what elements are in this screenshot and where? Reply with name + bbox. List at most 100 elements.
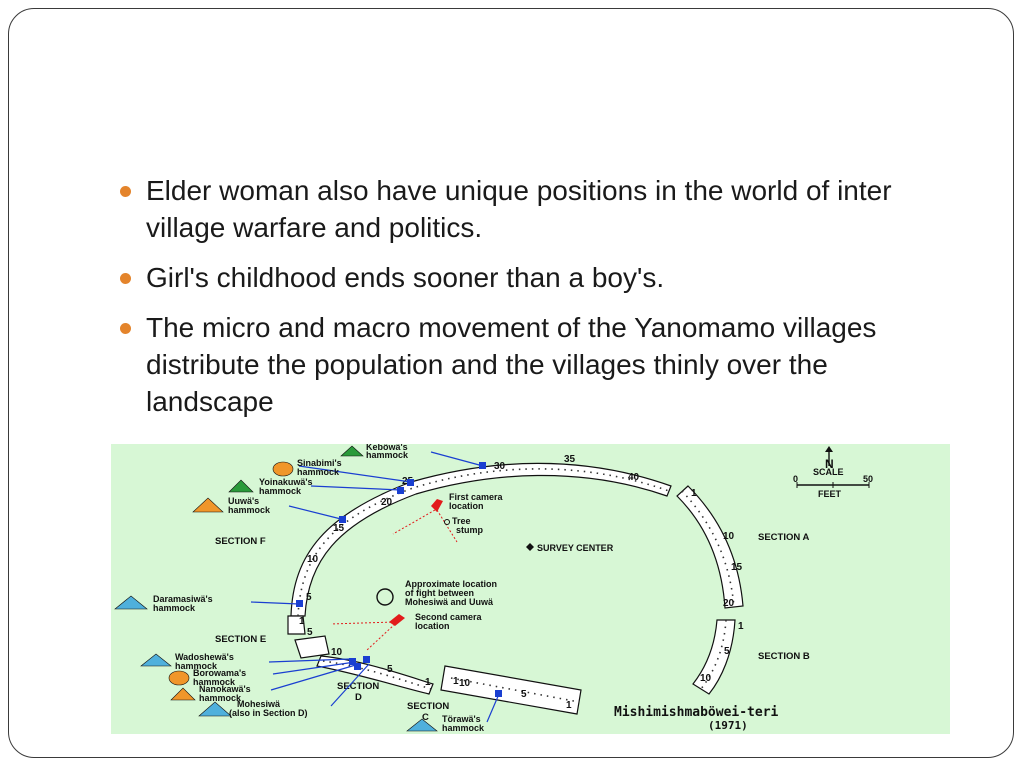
marker-10f: 10 bbox=[459, 678, 471, 689]
hammock-labels: Keböwä's hammock Sinabimi's hammock Yoin… bbox=[153, 444, 485, 733]
yoinakuwa-triangle-icon bbox=[228, 479, 254, 493]
uuwa-label-1: Uuwä's bbox=[228, 496, 259, 506]
uuwa-label-2: hammock bbox=[228, 505, 271, 515]
map-year: (1971) bbox=[708, 719, 748, 732]
marker-15a: 15 bbox=[333, 523, 345, 534]
fight-label-1: Approximate location bbox=[405, 579, 497, 589]
scale-unit: FEET bbox=[818, 489, 842, 499]
section-b-label: SECTION B bbox=[758, 651, 810, 662]
map-title: Mishimishmaböwei-teri bbox=[614, 705, 779, 720]
marker-1a: 1 bbox=[299, 616, 305, 627]
marker-20a: 20 bbox=[381, 497, 393, 508]
section-d-label-2: D bbox=[355, 692, 362, 703]
second-camera-label-2: location bbox=[415, 621, 450, 631]
fight-label-2: of fight between bbox=[405, 588, 474, 598]
marker-10d: 10 bbox=[331, 647, 343, 658]
marker-5e: 5 bbox=[387, 664, 393, 675]
camera-markers bbox=[330, 499, 458, 651]
marker-5a: 5 bbox=[306, 592, 312, 603]
bullet-item: The micro and macro movement of the Yano… bbox=[118, 309, 958, 420]
first-camera-label-2: location bbox=[449, 501, 484, 511]
section-a-label: SECTION A bbox=[758, 532, 810, 543]
section-top-arc bbox=[290, 462, 672, 617]
marker-20b: 20 bbox=[723, 598, 735, 609]
sinabimi-label-1: Sinabimi's bbox=[297, 458, 342, 468]
torawa-label-1: Törawä's bbox=[442, 714, 481, 724]
bullet-item: Elder woman also have unique positions i… bbox=[118, 172, 958, 246]
wadoshewa-triangle-icon bbox=[140, 653, 172, 667]
marker-35: 35 bbox=[564, 454, 576, 465]
tree-stump-label-1: Tree bbox=[452, 516, 471, 526]
yoinakuwa-label-2: hammock bbox=[259, 486, 302, 496]
north-label: N bbox=[825, 457, 834, 471]
marker-5d: 5 bbox=[307, 627, 313, 638]
uuwa-triangle-icon bbox=[192, 497, 224, 513]
mohesiwa-label-2: (also in Section D) bbox=[229, 708, 308, 718]
second-camera-label-1: Second camera bbox=[415, 612, 483, 622]
marker-1c: 1 bbox=[738, 621, 744, 632]
daramasiwa-triangle-icon bbox=[114, 595, 148, 610]
borowama-label-2: hammock bbox=[193, 677, 236, 687]
marker-1g: 1 bbox=[566, 700, 572, 711]
sinabimi-label-2: hammock bbox=[297, 467, 340, 477]
marker-10b: 10 bbox=[723, 531, 735, 542]
north-arrow-icon bbox=[825, 446, 833, 452]
marker-5f: 5 bbox=[521, 689, 527, 700]
section-d-label-1: SECTION bbox=[337, 681, 379, 692]
section-e-label: SECTION E bbox=[215, 634, 266, 645]
marker-40: 40 bbox=[628, 472, 640, 483]
section-b-band bbox=[692, 619, 736, 695]
section-c-label-1: SECTION bbox=[407, 701, 449, 712]
bullet-list: Elder woman also have unique positions i… bbox=[118, 172, 958, 433]
section-d-band bbox=[316, 655, 434, 695]
wadoshewa-label-1: Wadoshewä's bbox=[175, 652, 234, 662]
fight-label-3: Mohesiwä and Uuwä bbox=[405, 597, 494, 607]
torawa-label-2: hammock bbox=[442, 723, 485, 733]
nanokawa-label-1: Nanokawä's bbox=[199, 684, 251, 694]
nanokawa-triangle-icon bbox=[170, 687, 196, 701]
bullet-item: Girl's childhood ends sooner than a boy'… bbox=[118, 259, 958, 296]
village-ring bbox=[287, 462, 744, 715]
kebowa-label-1: Keböwä's bbox=[366, 444, 408, 452]
scale-end: 50 bbox=[863, 474, 873, 484]
mohesiwa-label-1: Mohesiwä bbox=[237, 699, 281, 709]
section-c-label-2: C bbox=[422, 712, 429, 723]
marker-10a: 10 bbox=[307, 554, 319, 565]
scale-start: 0 bbox=[793, 474, 798, 484]
first-camera-icon bbox=[431, 499, 443, 512]
survey-center-icon bbox=[526, 543, 534, 551]
kebowa-label-2: hammock bbox=[366, 450, 409, 460]
village-map-svg: 35 40 30 25 20 15 10 5 1 1 10 15 20 1 5 … bbox=[114, 444, 873, 733]
tree-stump-label-2: stump bbox=[456, 525, 484, 535]
ring-dots bbox=[297, 468, 735, 703]
fight-location-icon bbox=[376, 588, 394, 606]
section-c-band bbox=[440, 665, 582, 715]
marker-1b: 1 bbox=[691, 488, 697, 499]
village-map: 35 40 30 25 20 15 10 5 1 1 10 15 20 1 5 … bbox=[111, 444, 950, 734]
leader-lines bbox=[250, 451, 500, 723]
mohesiwa-triangle-icon bbox=[198, 701, 232, 717]
borowama-circle-icon bbox=[168, 670, 190, 686]
kebowa-triangle-icon bbox=[340, 445, 364, 457]
section-f-label: SECTION F bbox=[215, 536, 266, 547]
scale-bar: N SCALE 0 50 FEET bbox=[793, 446, 873, 499]
borowama-label-1: Borowama's bbox=[193, 668, 246, 678]
second-camera-icon bbox=[389, 614, 405, 626]
marker-10c: 10 bbox=[700, 673, 712, 684]
hammock-markers bbox=[296, 462, 502, 697]
torawa-triangle-icon bbox=[406, 718, 438, 732]
section-a-band bbox=[676, 485, 744, 609]
hammock-symbols bbox=[114, 445, 438, 732]
yoinakuwa-label-1: Yoinakuwä's bbox=[259, 477, 313, 487]
wadoshewa-label-2: hammock bbox=[175, 661, 218, 671]
marker-1f: 1 bbox=[453, 676, 459, 687]
survey-center-label: SURVEY CENTER bbox=[537, 543, 614, 553]
marker-30: 30 bbox=[494, 461, 506, 472]
nanokawa-label-2: hammock bbox=[199, 693, 242, 703]
scale-label: SCALE bbox=[813, 467, 844, 477]
tree-stump-icon bbox=[444, 519, 450, 525]
sinabimi-circle-icon bbox=[272, 461, 294, 477]
marker-1e: 1 bbox=[425, 677, 431, 688]
marker-15b: 15 bbox=[731, 562, 743, 573]
first-camera-label-1: First camera bbox=[449, 492, 504, 502]
